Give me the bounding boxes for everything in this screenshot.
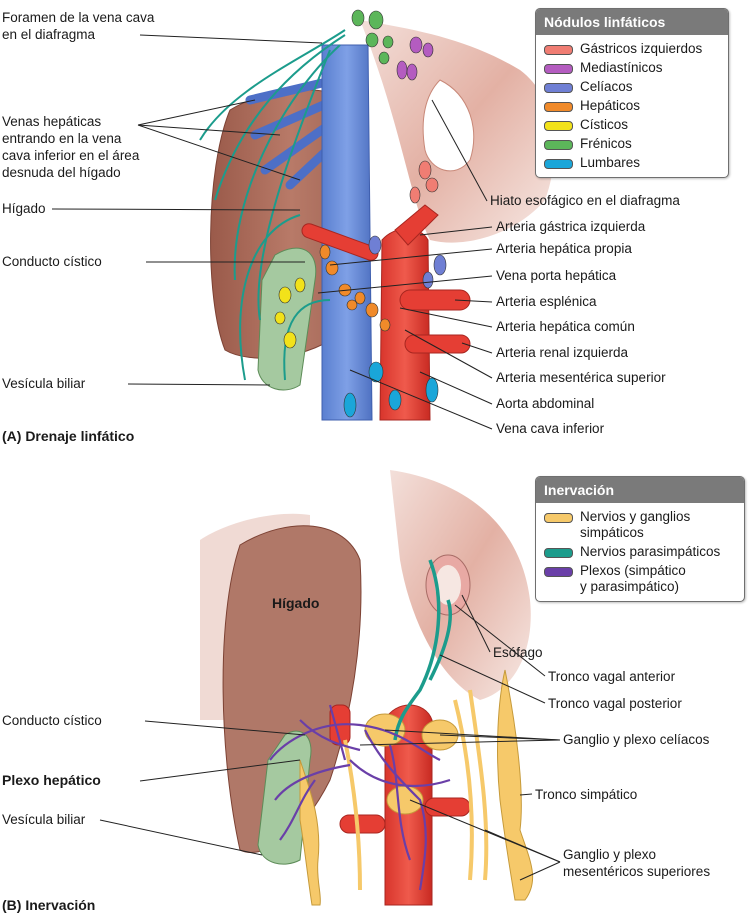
legend-label: Císticos bbox=[580, 116, 629, 132]
legend-swatch bbox=[544, 512, 573, 523]
label-porta: Vena porta hepática bbox=[496, 268, 617, 283]
caption-panel-b: (B) Inervación bbox=[2, 897, 96, 913]
label-hiato: Hiato esofágico en el diafragma bbox=[490, 193, 680, 208]
legend-swatch bbox=[544, 139, 573, 150]
legend-label: Nervios parasimpáticos bbox=[580, 543, 721, 559]
legend-label: Mediastínicos bbox=[580, 59, 663, 75]
legend-label: Plexos (simpático y parasimpático) bbox=[580, 562, 686, 594]
label-esplenica: Arteria esplénica bbox=[496, 294, 597, 309]
legend-swatch bbox=[544, 547, 573, 558]
label-cava-inf: Vena cava inferior bbox=[496, 421, 605, 436]
label-plexo-hepatico: Plexo hepático bbox=[2, 772, 101, 788]
legend-item: Celíacos bbox=[536, 77, 728, 96]
legend-swatch bbox=[544, 63, 573, 74]
legend-swatch bbox=[544, 120, 573, 131]
label-mesentericos: Ganglio y plexo mesentéricos superiores bbox=[563, 847, 711, 879]
legend-label: Lumbares bbox=[580, 154, 641, 170]
legend-item: Císticos bbox=[536, 115, 728, 134]
legend-item: Plexos (simpático y parasimpático) bbox=[536, 561, 744, 596]
legend-swatch bbox=[544, 44, 573, 55]
label-esofago: Esófago bbox=[493, 645, 543, 660]
legend-item: Gástricos izquierdos bbox=[536, 39, 728, 58]
label-celiacos: Ganglio y plexo celíacos bbox=[563, 732, 710, 747]
legend-title: Nódulos linfáticos bbox=[536, 9, 728, 35]
label-venas-hepaticas: Venas hepáticas entrando en la vena cava… bbox=[2, 114, 140, 180]
legend-swatch bbox=[544, 82, 573, 93]
legend-item: Hepáticos bbox=[536, 96, 728, 115]
label-tronco-simpatico: Tronco simpático bbox=[535, 787, 638, 802]
label-vesicula-b: Vesícula biliar bbox=[2, 812, 86, 827]
legend-item: Mediastínicos bbox=[536, 58, 728, 77]
legend-label: Nervios y ganglios simpáticos bbox=[580, 508, 691, 540]
label-conducto-cistico-b: Conducto cístico bbox=[2, 713, 102, 728]
caption-panel-a: (A) Drenaje linfático bbox=[2, 428, 135, 444]
legend-swatch bbox=[544, 101, 573, 112]
legend-swatch bbox=[544, 566, 573, 577]
legend-swatch bbox=[544, 158, 573, 169]
panel-a-art bbox=[51, 9, 555, 430]
legend-item: Frénicos bbox=[536, 134, 728, 153]
label-foramen: Foramen de la vena cava en el diafragma bbox=[2, 10, 155, 42]
label-vagal-anterior: Tronco vagal anterior bbox=[548, 669, 676, 684]
legend-innervation: Inervación Nervios y ganglios simpáticos… bbox=[535, 476, 745, 602]
legend-label: Frénicos bbox=[580, 135, 632, 151]
legend-title: Inervación bbox=[536, 477, 744, 503]
label-hepatica-propia: Arteria hepática propia bbox=[496, 241, 632, 256]
legend-item: Nervios y ganglios simpáticos bbox=[536, 507, 744, 542]
label-vagal-posterior: Tronco vagal posterior bbox=[548, 696, 682, 711]
legend-label: Celíacos bbox=[580, 78, 633, 94]
label-mesenterica-sup: Arteria mesentérica superior bbox=[496, 370, 666, 385]
label-vesicula-a: Vesícula biliar bbox=[2, 376, 86, 391]
legend-item: Lumbares bbox=[536, 153, 728, 172]
label-renal-izq: Arteria renal izquierda bbox=[496, 345, 629, 360]
legend-label: Gástricos izquierdos bbox=[580, 40, 703, 56]
label-hepatica-comun: Arteria hepática común bbox=[496, 319, 635, 334]
label-conducto-cistico-a: Conducto cístico bbox=[2, 254, 102, 269]
legend-item: Nervios parasimpáticos bbox=[536, 542, 744, 561]
label-aorta: Aorta abdominal bbox=[496, 396, 595, 411]
panel-b-art bbox=[99, 470, 561, 906]
legend-label: Hepáticos bbox=[580, 97, 641, 113]
label-higado-a: Hígado bbox=[2, 201, 46, 216]
label-higado-b: Hígado bbox=[272, 595, 320, 611]
label-gastrica-izq: Arteria gástrica izquierda bbox=[496, 219, 646, 234]
